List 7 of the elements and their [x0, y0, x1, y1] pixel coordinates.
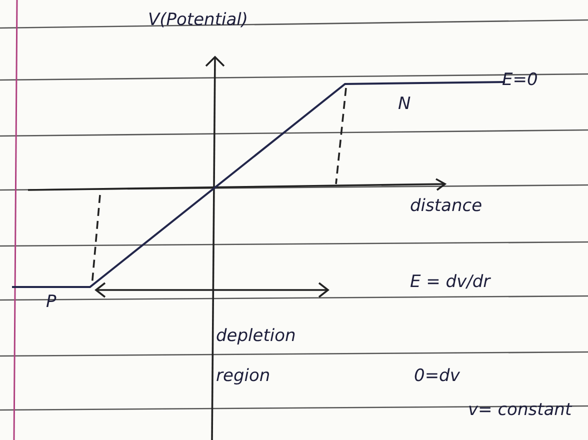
annotation-text: depletion region [216, 325, 297, 388]
equation-text: 0=dv [414, 366, 460, 386]
axis-label: distance [410, 196, 482, 216]
field-label: E=0 [502, 70, 538, 90]
equation-text: E = dv/dr [410, 272, 490, 292]
region-label: N [398, 94, 411, 114]
axis-label: V(Potential) [148, 10, 248, 30]
